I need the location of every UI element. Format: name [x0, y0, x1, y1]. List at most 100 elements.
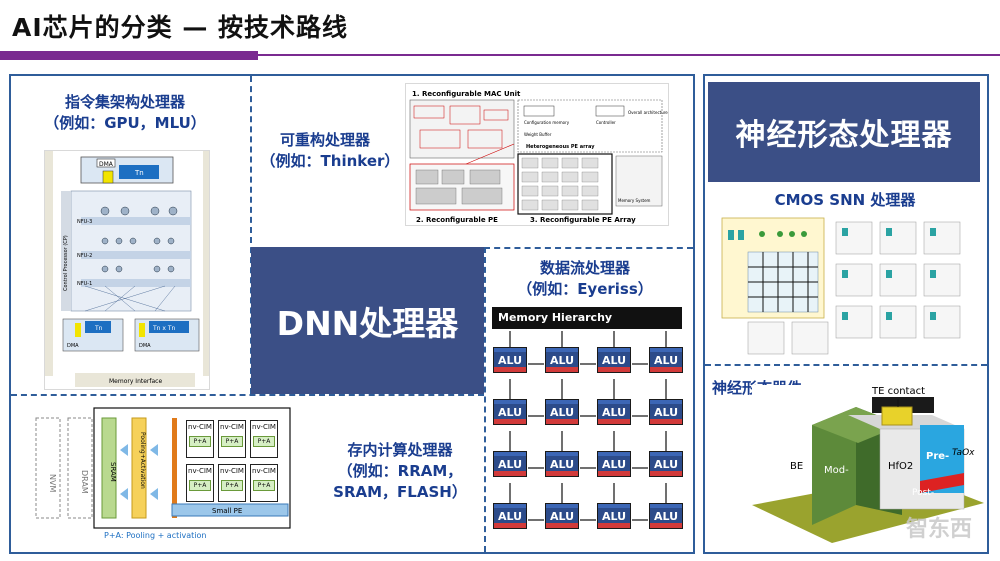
dram-label: DRAM [80, 470, 89, 494]
reconf-pe-array: Heterogeneous PE array [526, 144, 595, 150]
dma-label: DMA [99, 161, 114, 168]
reconf-overall: Overall architecture [628, 110, 668, 115]
dataflow-title: 数据流处理器 [539, 259, 630, 277]
alu-cell: ALU [493, 451, 527, 477]
cmos-snn-figure [718, 212, 974, 362]
isa-subtitle: （例如：GPU，MLU） [44, 114, 206, 132]
alu-cell: ALU [597, 347, 631, 373]
watermark-logo: 智东西 [905, 517, 972, 542]
snn-diagram-svg [721, 217, 961, 355]
pa-label: P+A [221, 480, 243, 491]
title-divider [258, 54, 1000, 56]
alu-connections [509, 331, 667, 521]
taox-label: TaOx [952, 448, 975, 458]
pa-label: P+A [253, 480, 275, 491]
te-contact-label: TE contact [871, 386, 925, 397]
alu-cell: ALU [493, 503, 527, 529]
nv-cim-label: nv-CIM [188, 467, 212, 475]
reconf-title: 可重构处理器 [279, 131, 370, 149]
pre-label: Pre- [926, 451, 949, 462]
alu-cell: ALU [649, 347, 683, 373]
nv-cim-label: nv-CIM [252, 423, 276, 431]
nv-cim-cell: nv-CIM P+A [250, 464, 278, 502]
device-figure: TE contact BE Mod- HfO2 Pre- Post- TaOx [752, 385, 984, 547]
hfo2-label: HfO2 [888, 461, 913, 472]
alu-cell: ALU [649, 399, 683, 425]
alu-cell: ALU [545, 451, 579, 477]
isa-architecture-figure: DMA Tn Control Processor (CP) NFU-3 NFU-… [44, 150, 210, 390]
pa-label: P+A [221, 436, 243, 447]
reconf-h1: 1. Reconfigurable MAC Unit [412, 90, 521, 98]
sram-label: SRAM [109, 462, 117, 482]
reconf-subtitle: （例如：Thinker） [260, 152, 400, 170]
dataflow-subtitle: （例如：Eyeriss） [517, 280, 653, 298]
device-diagram-svg: TE contact BE Mod- HfO2 Pre- Post- TaOx [752, 386, 984, 543]
pim-title: 存内计算处理器 [347, 441, 453, 459]
pooling-label: Pooling+Activation [139, 432, 146, 489]
dma-label-left: DMA [67, 343, 79, 349]
small-pe-label: Small PE [212, 507, 242, 515]
neuromorphic-panel [703, 74, 989, 554]
post-label: Post- [912, 488, 934, 498]
pim-subtitle-1: （例如：RRAM， [337, 462, 463, 480]
cmos-snn-title: CMOS SNN 处理器 [774, 191, 916, 209]
nv-cim-cell: nv-CIM P+A [250, 420, 278, 458]
nv-cim-label: nv-CIM [252, 467, 276, 475]
reconf-controller: Controller [596, 120, 616, 125]
dma-label-right: DMA [139, 343, 151, 349]
tn-label-left: Tn [94, 325, 103, 332]
cp-label: Control Processor (CP) [63, 235, 69, 291]
nvm-label: NVM [48, 474, 57, 492]
pim-diagram-svg: NVM DRAM SRAM Pooling+Activation Small P… [35, 407, 291, 540]
isa-diagram-svg: DMA Tn Control Processor (CP) NFU-3 NFU-… [45, 151, 209, 389]
nv-cim-cell: nv-CIM P+A [186, 420, 214, 458]
pim-subtitle-2: SRAM，FLASH） [333, 483, 467, 501]
memory-interface-label: Memory Interface [109, 378, 162, 385]
reconf-memsys: Memory System [618, 198, 651, 203]
nfu3-label: NFU-3 [77, 219, 92, 225]
alu-cell: ALU [545, 399, 579, 425]
alu-cell: ALU [597, 399, 631, 425]
reconf-weight: Weight Buffer [524, 132, 552, 137]
alu-cell: ALU [649, 503, 683, 529]
divider-h-mid [11, 394, 484, 396]
dnn-processor-box: DNN处理器 [251, 247, 484, 394]
isa-title: 指令集架构处理器 [64, 93, 185, 111]
alu-cell: ALU [493, 399, 527, 425]
title-accent-bar [0, 51, 258, 60]
neuromorphic-processor-box: 神经形态处理器 [708, 82, 980, 182]
memory-hierarchy-bar: Memory Hierarchy [492, 307, 682, 329]
divider-v-top [250, 76, 252, 394]
alu-cell: ALU [545, 503, 579, 529]
dnn-panel [9, 74, 695, 554]
divider-v-bottom [484, 247, 486, 552]
alu-cell: ALU [597, 451, 631, 477]
alu-cell: ALU [493, 347, 527, 373]
nfu2-label: NFU-2 [77, 253, 92, 259]
mod-label: Mod- [824, 465, 849, 476]
pa-label: P+A [189, 436, 211, 447]
nv-cim-label: nv-CIM [220, 423, 244, 431]
divider-right [705, 364, 987, 366]
nv-cim-cell: nv-CIM P+A [218, 420, 246, 458]
nfu1-label: NFU-1 [77, 281, 92, 287]
tn-label-top: Tn [134, 169, 144, 177]
alu-cell: ALU [545, 347, 579, 373]
divider-h-right [484, 247, 693, 249]
txtn-label: Tn x Tn [152, 325, 175, 332]
nv-cim-label: nv-CIM [220, 467, 244, 475]
reconf-h3: 3. Reconfigurable PE Array [530, 216, 636, 224]
reconfigurable-figure: 1. Reconfigurable MAC Unit Configuration… [405, 83, 669, 226]
be-label: BE [790, 461, 803, 472]
page-title: AI芯片的分类 — 按技术路线 [12, 13, 349, 42]
nv-cim-cell: nv-CIM P+A [218, 464, 246, 502]
pa-legend: P+A: Pooling + activation [104, 531, 206, 540]
alu-cell: ALU [597, 503, 631, 529]
reconf-h2: 2. Reconfigurable PE [416, 216, 498, 224]
reconf-config: Configuration memory [524, 120, 570, 125]
pa-label: P+A [253, 436, 275, 447]
nv-cim-cell: nv-CIM P+A [186, 464, 214, 502]
nv-cim-label: nv-CIM [188, 423, 212, 431]
reconf-diagram-svg: 1. Reconfigurable MAC Unit Configuration… [409, 90, 668, 224]
pa-label: P+A [189, 480, 211, 491]
